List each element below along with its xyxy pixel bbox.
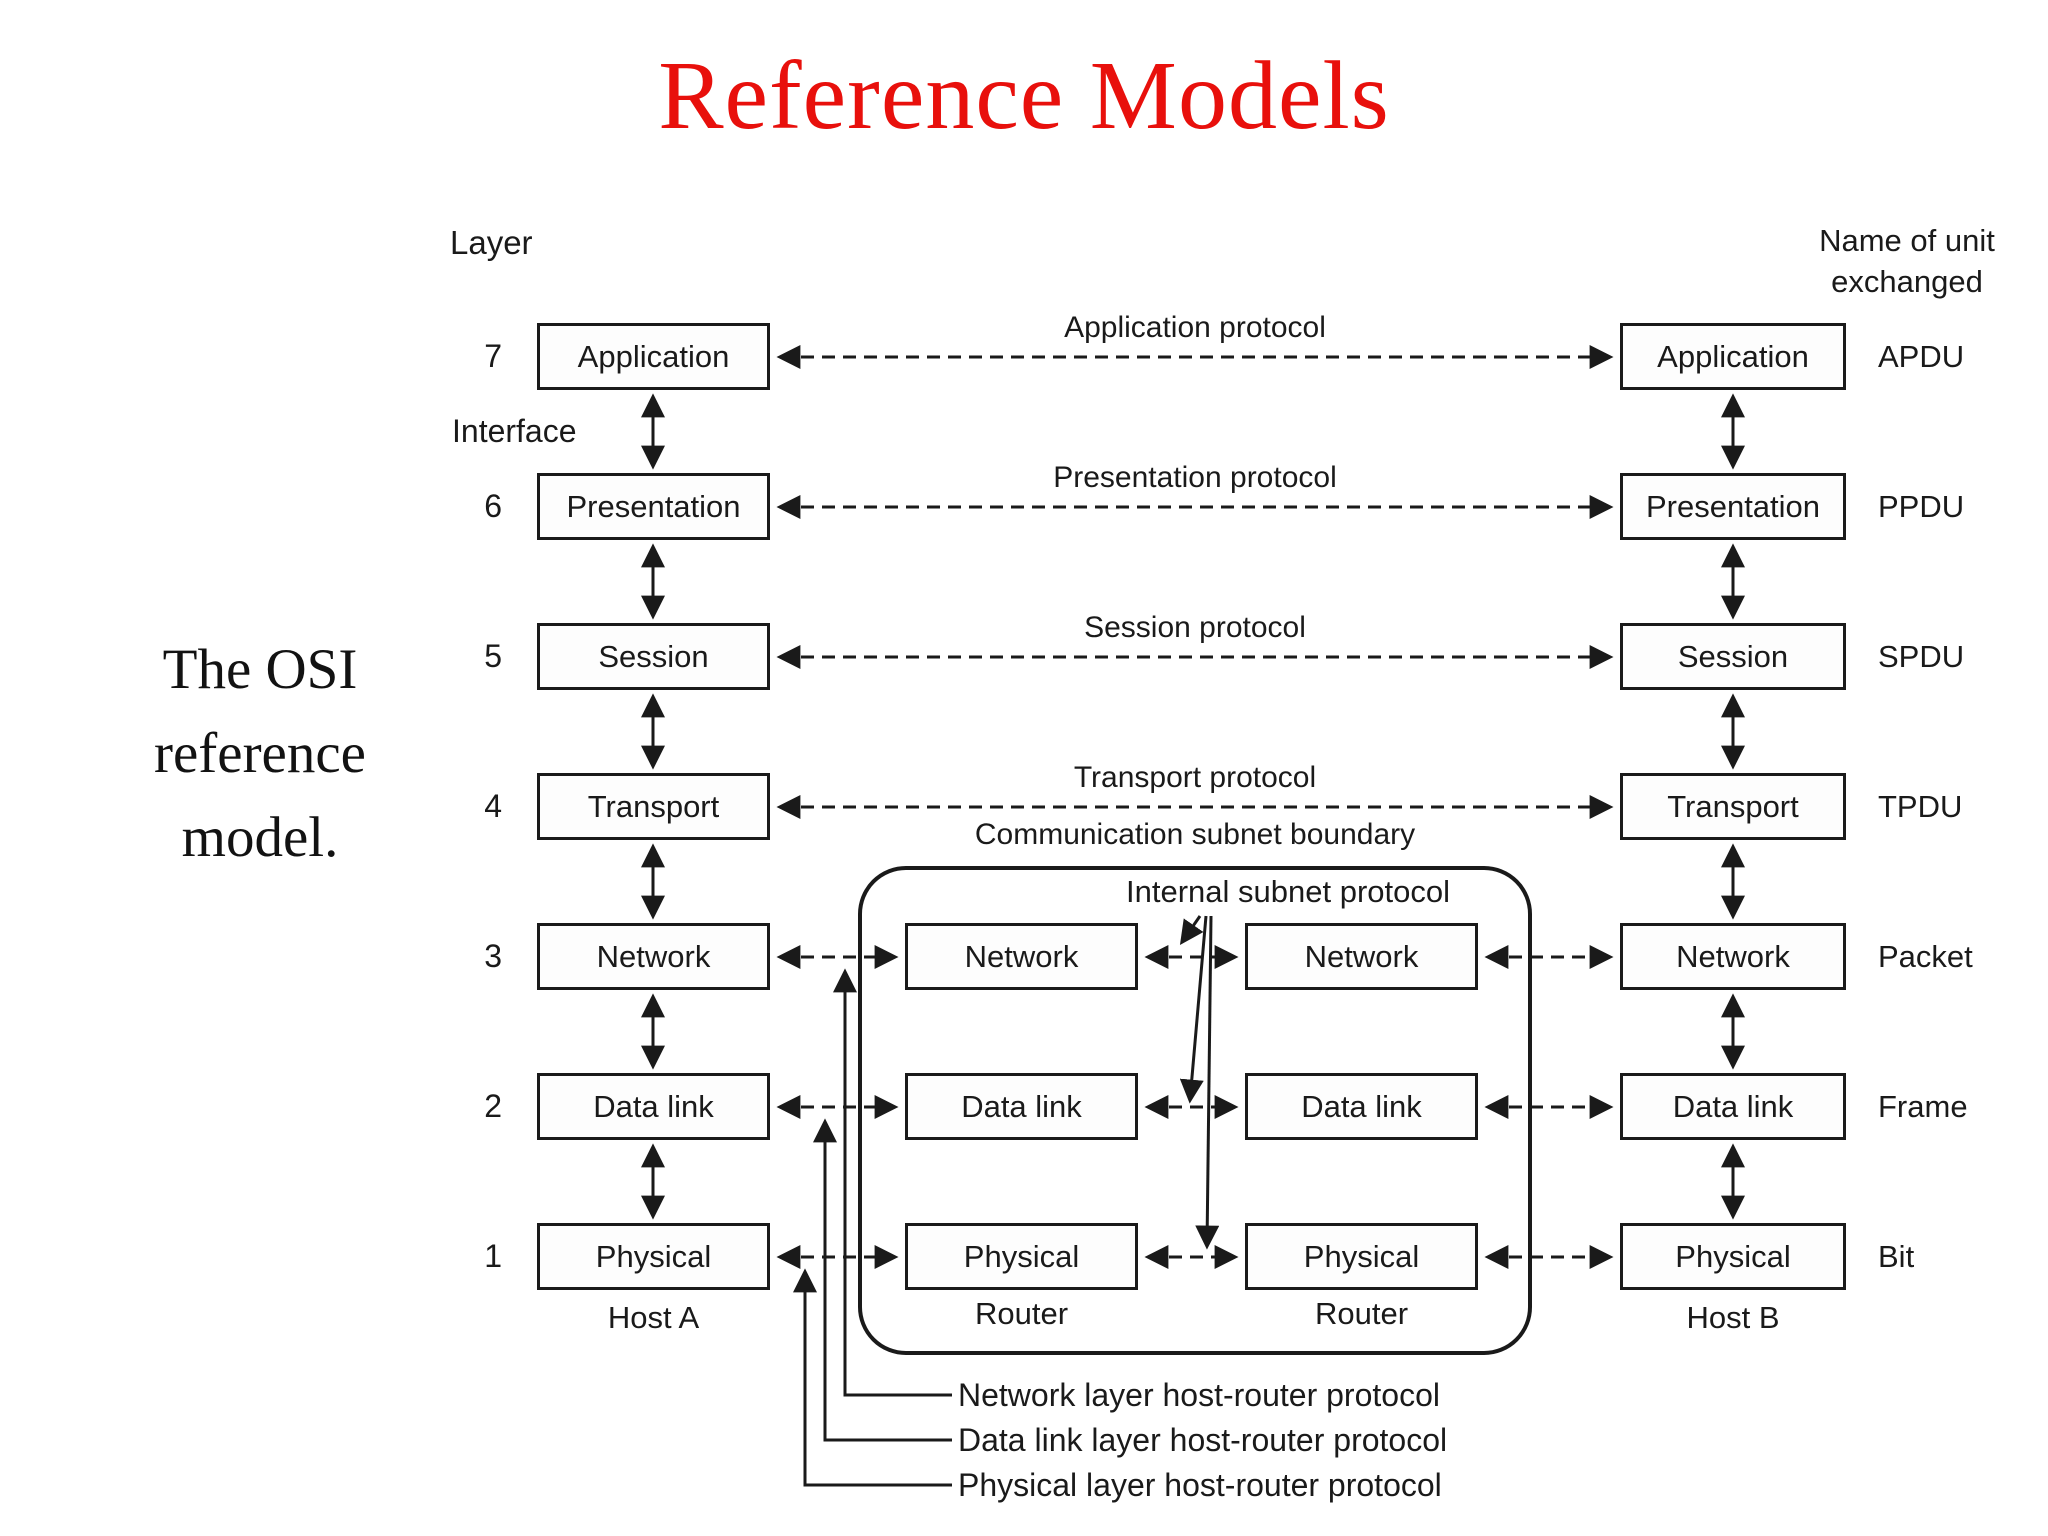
layer-number-6: 6 xyxy=(484,488,502,524)
protocol-label-session: Session protocol xyxy=(1084,611,1306,644)
layer-number-1: 1 xyxy=(484,1238,502,1274)
slide-title: Reference Models xyxy=(658,42,1390,150)
layer-number-3: 3 xyxy=(484,938,502,974)
layer-box-router1-data-link: Data link xyxy=(905,1073,1138,1140)
legend-data-link-host-router: Data link layer host-router protocol xyxy=(958,1422,1448,1458)
protocol-label-presentation: Presentation protocol xyxy=(1053,461,1337,494)
layer-box-host-b-application: Application xyxy=(1620,323,1846,390)
layer-box-host-a-network: Network xyxy=(537,923,770,990)
layer-box-host-b-transport: Transport xyxy=(1620,773,1846,840)
unit-label-apdu: APDU xyxy=(1878,339,1965,374)
layer-box-router1-network: Network xyxy=(905,923,1138,990)
subnet-boundary-label: Communication subnet boundary xyxy=(974,818,1416,851)
subnet-boundary-outline xyxy=(858,866,1532,1355)
layer-box-host-b-physical: Physical xyxy=(1620,1223,1846,1290)
layer-box-router2-network: Network xyxy=(1245,923,1478,990)
peer-protocol-arrows xyxy=(776,345,1614,819)
layer-box-host-a-transport: Transport xyxy=(537,773,770,840)
layer-box-host-a-presentation: Presentation xyxy=(537,473,770,540)
layer-column-header: Layer xyxy=(450,224,533,261)
host-a-label: Host A xyxy=(607,1300,700,1335)
layer-box-host-a-physical: Physical xyxy=(537,1223,770,1290)
internal-subnet-pointers xyxy=(1179,915,1220,1250)
legend-network-host-router: Network layer host-router protocol xyxy=(958,1377,1440,1413)
unit-label-bit: Bit xyxy=(1878,1239,1915,1274)
internal-subnet-label: Internal subnet protocol xyxy=(1126,874,1450,909)
unit-label-packet: Packet xyxy=(1878,939,1973,974)
unit-label-tpdu: TPDU xyxy=(1878,789,1963,824)
layer-number-4: 4 xyxy=(484,788,502,824)
protocol-label-application: Application protocol xyxy=(1064,311,1326,344)
unit-label-frame: Frame xyxy=(1878,1089,1968,1124)
unit-column-header: Name of unit exchanged xyxy=(1819,223,1995,299)
interface-label: Interface xyxy=(452,413,577,449)
layer-box-router2-data-link: Data link xyxy=(1245,1073,1478,1140)
layer-number-7: 7 xyxy=(484,338,502,374)
host-b-label: Host B xyxy=(1686,1300,1780,1335)
layer-box-host-a-data-link: Data link xyxy=(537,1073,770,1140)
layer-box-host-b-network: Network xyxy=(1620,923,1846,990)
layer-box-host-b-presentation: Presentation xyxy=(1620,473,1846,540)
layer-box-host-b-session: Session xyxy=(1620,623,1846,690)
protocol-label-transport: Transport protocol xyxy=(1073,761,1317,794)
layer-box-host-a-session: Session xyxy=(537,623,770,690)
subnet-hop-arrows xyxy=(776,945,1614,1269)
router2-label: Router xyxy=(1314,1296,1409,1331)
layer-number-5: 5 xyxy=(484,638,502,674)
legend-physical-host-router: Physical layer host-router protocol xyxy=(958,1467,1442,1503)
legend-connectors xyxy=(793,968,952,1487)
layer-box-host-b-data-link: Data link xyxy=(1620,1073,1846,1140)
layer-number-2: 2 xyxy=(484,1088,502,1124)
figure-caption: The OSI reference model. xyxy=(154,638,366,869)
layer-box-host-a-application: Application xyxy=(537,323,770,390)
layer-box-router2-physical: Physical xyxy=(1245,1223,1478,1290)
unit-label-ppdu: PPDU xyxy=(1878,489,1965,524)
layer-box-router1-physical: Physical xyxy=(905,1223,1138,1290)
unit-label-spdu: SPDU xyxy=(1878,639,1965,674)
router1-label: Router xyxy=(974,1296,1069,1331)
